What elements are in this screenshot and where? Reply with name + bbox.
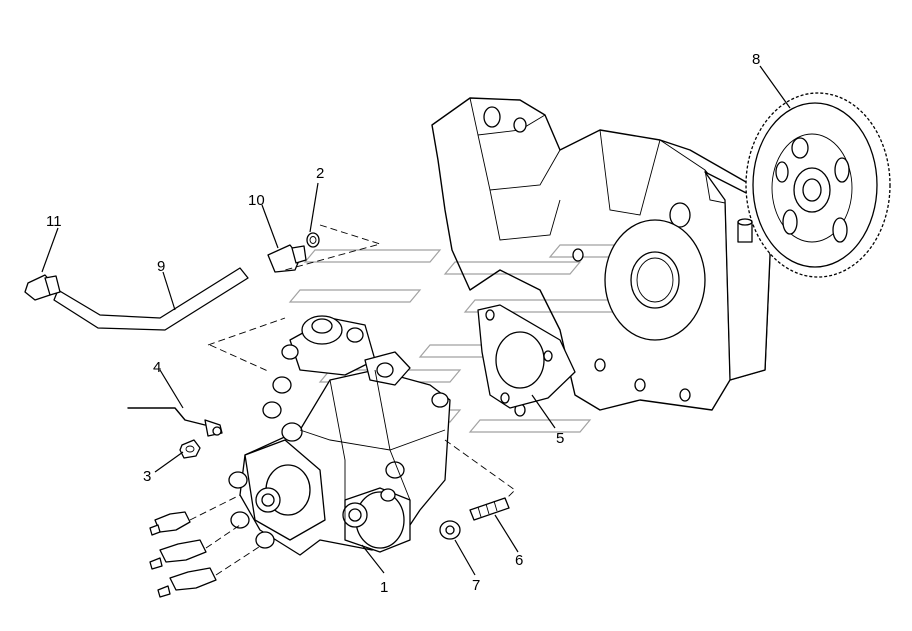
drive-gasket: [477, 304, 576, 409]
callout-11: 11: [46, 213, 62, 230]
stud-and-nut: [439, 439, 516, 540]
callout-8: 8: [752, 51, 760, 68]
callout-6: 6: [515, 552, 523, 569]
leader-lines: [41, 65, 791, 576]
callout-1: 1: [380, 579, 388, 596]
callout-7: 7: [472, 577, 480, 594]
callout-10: 10: [248, 192, 265, 209]
callout-4: 4: [153, 359, 161, 376]
timing-gear: [745, 92, 891, 278]
callout-3: 3: [143, 468, 151, 485]
callout-labels: 1 2 3 4 5 6 7 8 9 10 11: [46, 51, 760, 596]
callout-5: 5: [556, 430, 564, 447]
washer-and-wire: [127, 407, 223, 459]
delivery-fittings: [149, 494, 263, 598]
leak-off-hose: [24, 224, 382, 373]
injection-pump: [228, 315, 451, 556]
callout-2: 2: [316, 165, 324, 182]
callout-9: 9: [157, 258, 165, 275]
